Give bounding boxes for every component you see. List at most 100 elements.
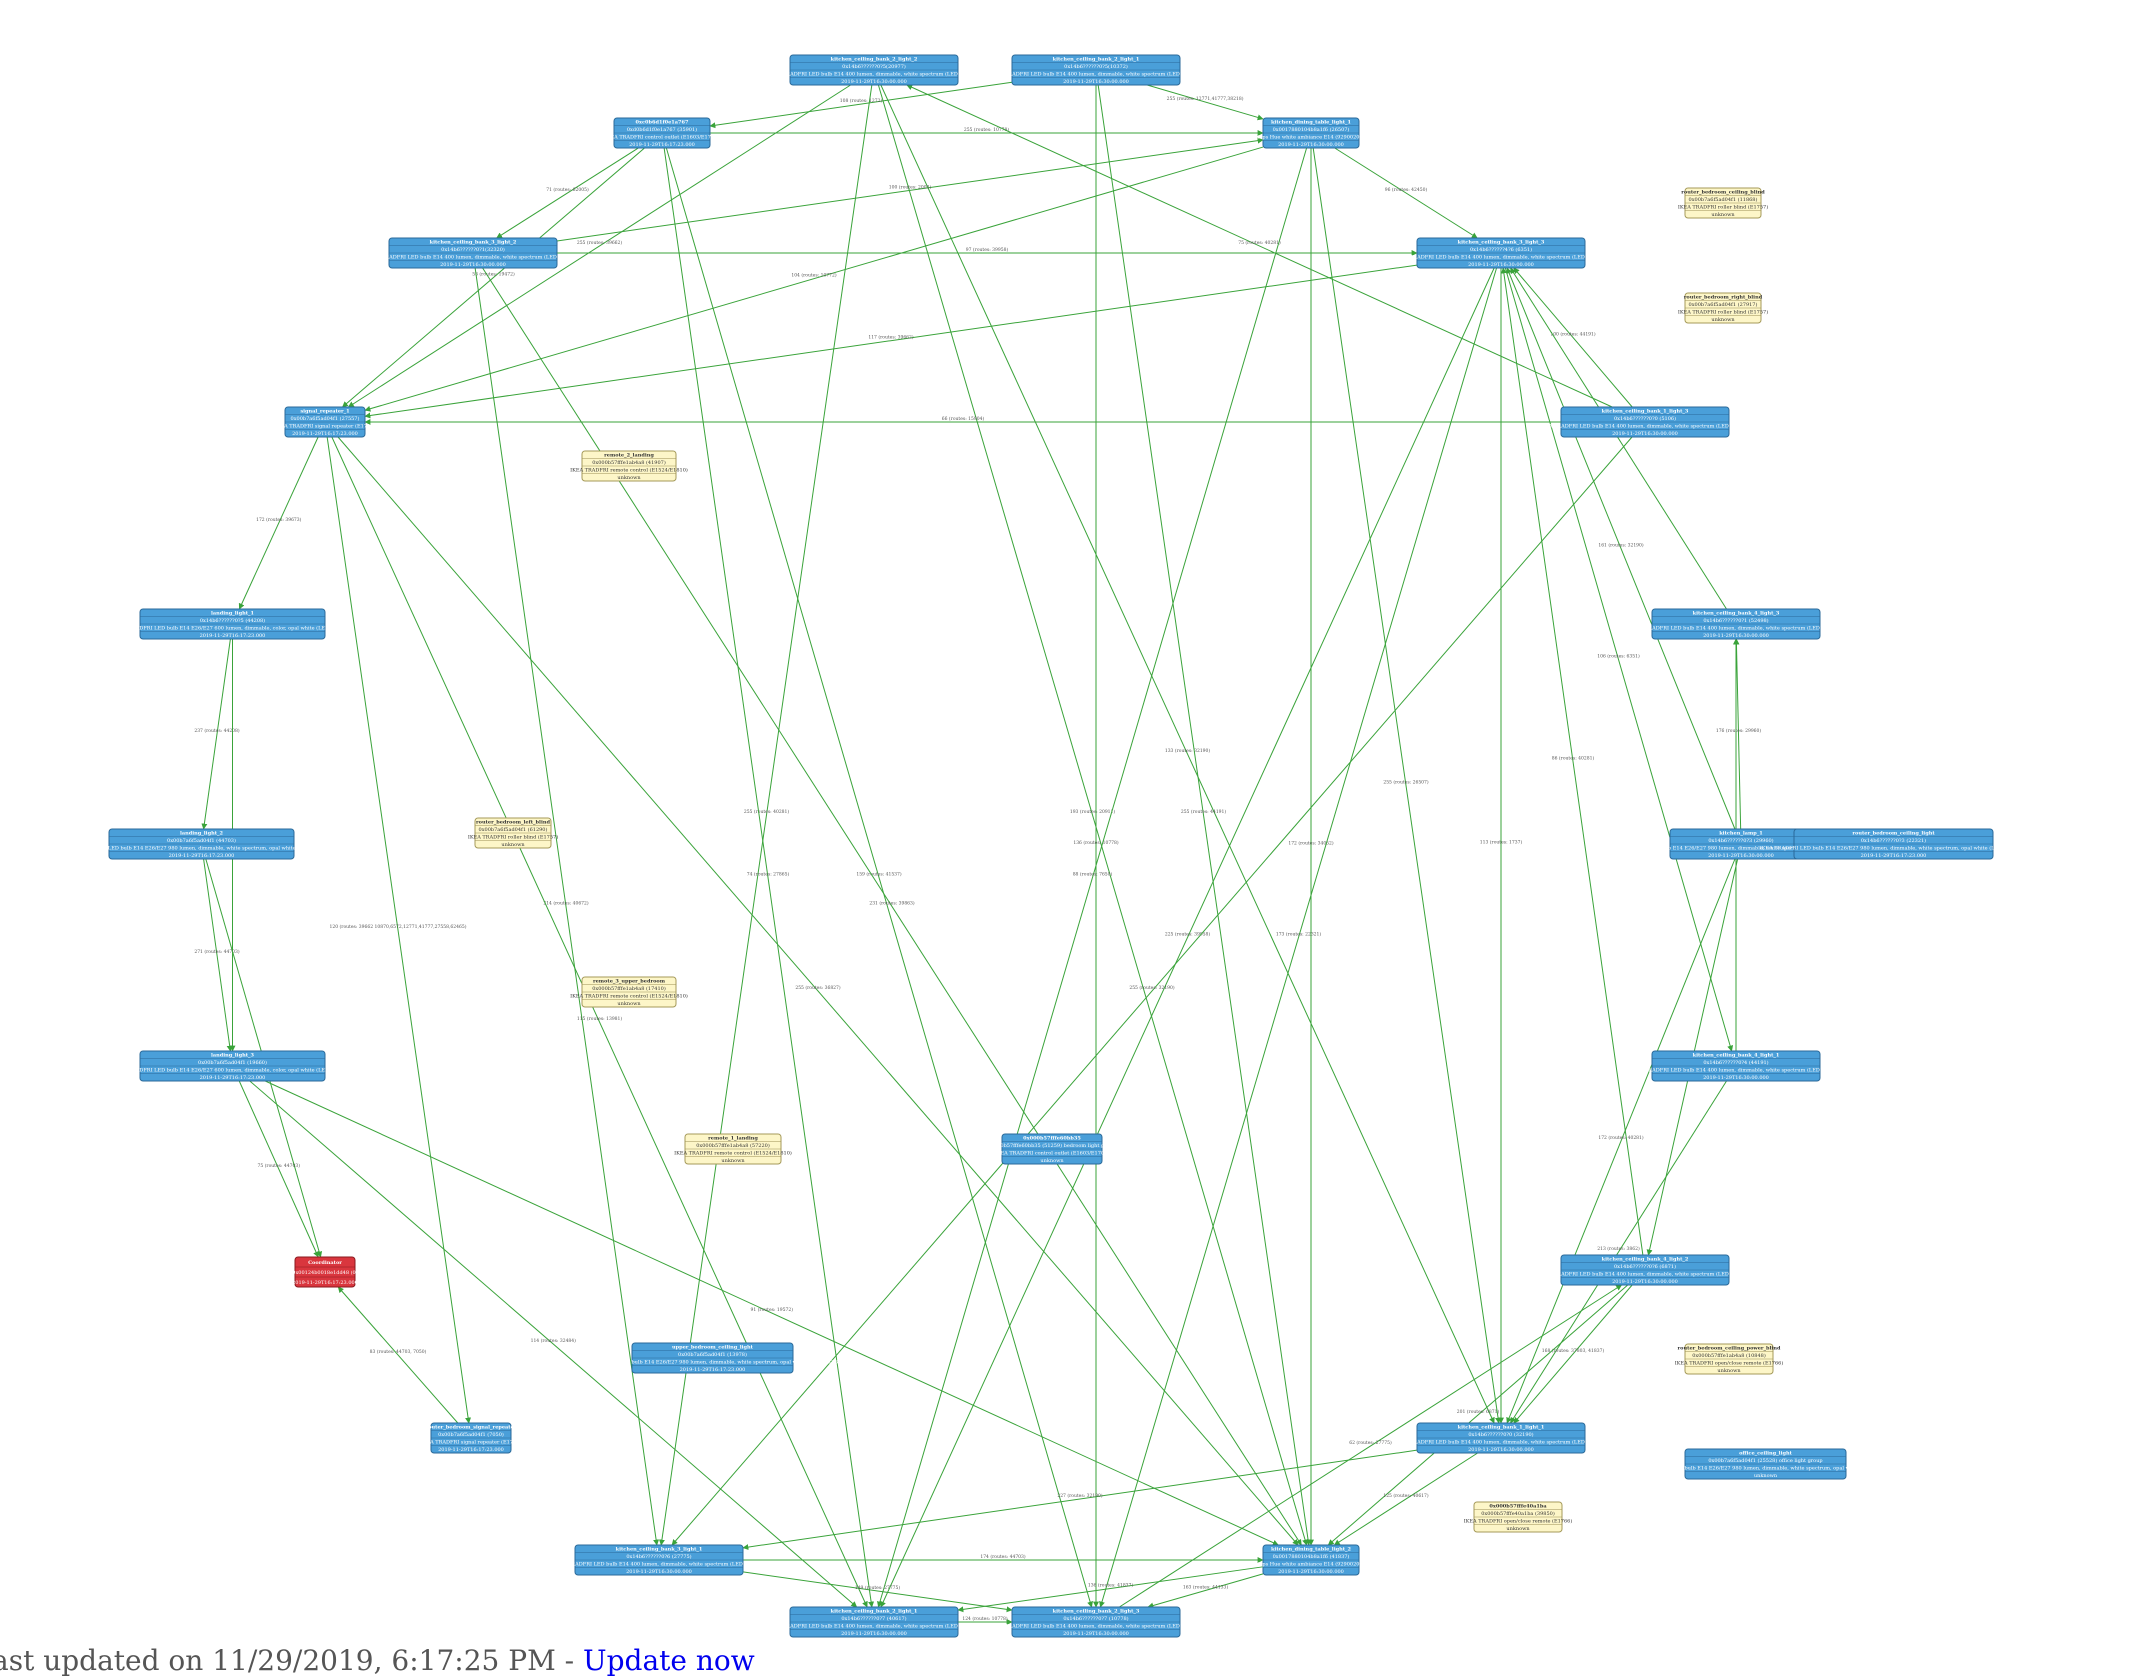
edge-label: 108 (routes: 1272) bbox=[840, 97, 883, 104]
node-detail: 2019-11-29T16:30:00.000 bbox=[1063, 1631, 1129, 1637]
node-detail: IKEA TRADFRI remote control (E1524/E1810… bbox=[674, 1149, 792, 1156]
node-detail: IKEA TRADFRI LED bulb E14 E26/E27 980 lu… bbox=[1760, 844, 2027, 851]
edge-line-landing2-landing3 bbox=[203, 858, 233, 1052]
last-updated-text: ast updated on 11/29/2019, 6:17:25 PM - bbox=[0, 1644, 584, 1677]
edge-line-k1t2a-k1t1 bbox=[880, 84, 1495, 1424]
node-detail: 2019-11-29T16:17:23.000 bbox=[169, 853, 235, 859]
node-k1t2b[interactable]: kitchen_ceiling_bank_2_light_10x14b6????… bbox=[991, 54, 1202, 86]
edge-label: 255 (routes: 26507) bbox=[1383, 779, 1429, 786]
node-k2t1[interactable]: kitchen_ceiling_bank_2_light_10x14b6????… bbox=[769, 1606, 980, 1638]
edge-label: 255 (routes: 44191) bbox=[1181, 808, 1227, 815]
node-title: router_bedroom_ceiling_power_blind bbox=[1678, 1345, 1781, 1351]
edge-layer: 255 (routes: 39662)193 (routes: 20911)25… bbox=[194, 81, 1761, 1625]
node-k4t3[interactable]: kitchen_ceiling_bank_4_light_30x14b6????… bbox=[1631, 608, 1842, 640]
edge-label: 193 (routes: 20911) bbox=[1070, 808, 1116, 815]
node-rbpb[interactable]: router_bedroom_ceiling_power_blind0x000b… bbox=[1675, 1343, 1784, 1375]
node-rblb[interactable]: router_bedroom_left_blind0x00b7a6f5ad04f… bbox=[468, 817, 558, 849]
node-k1t1[interactable]: kitchen_ceiling_bank_1_light_10x14b6????… bbox=[1396, 1422, 1607, 1454]
edge-line-kdt2-k2t1 bbox=[957, 1566, 1264, 1613]
node-detail: unknown bbox=[1717, 1368, 1741, 1374]
node-detail: 2019-11-29T16:30:00.000 bbox=[1708, 853, 1774, 859]
node-detail: 0x000b57fffe40a1ba (39850) bbox=[1481, 1510, 1555, 1517]
edge-line-kdt1-signal bbox=[364, 146, 1264, 412]
node-detail: 0x000b57fffe1ab4a8 (17410) bbox=[592, 985, 666, 992]
node-ubcl[interactable]: upper_bedroom_ceiling_light0x00b7a6f5ad0… bbox=[579, 1342, 846, 1374]
node-rem3[interactable]: remote_3_upper_bedroom0x000b57fffe1ab4a8… bbox=[570, 976, 688, 1008]
edge-line-signal-rbsr bbox=[326, 436, 472, 1424]
node-k4t2[interactable]: kitchen_ceiling_bank_4_light_20x14b6????… bbox=[1540, 1254, 1751, 1286]
node-detail: 2019-11-29T16:17:23.000 bbox=[438, 1447, 504, 1453]
edge-label: 100 (routes: 44191) bbox=[1550, 331, 1596, 338]
node-kdt2[interactable]: kitchen_dining_table_light_20x0017880104… bbox=[1251, 1544, 1371, 1576]
node-detail: unknown bbox=[721, 1158, 745, 1164]
edge-label: 106 (routes: 6351) bbox=[1597, 653, 1640, 660]
node-detail: IKEA TRADFRI signal repeater (E1746) bbox=[275, 422, 376, 429]
edge-line-k1t2a-signal bbox=[347, 84, 851, 408]
edge-line-kdt2-k2t3 bbox=[1147, 1573, 1264, 1609]
edge-line-klamp-k3t3 bbox=[1506, 267, 1736, 830]
node-rbsr[interactable]: router_bedroom_signal_repeater0x00b7a6f5… bbox=[421, 1422, 522, 1454]
node-rbcl[interactable]: router_bedroom_ceiling_light0x14b6??????… bbox=[1760, 828, 2027, 860]
edge-label: 86 (routes: 40281) bbox=[1552, 755, 1595, 762]
node-detail: 0x000b57fffe1ab4a8 (10848) bbox=[1692, 1352, 1766, 1359]
edge-label: 133 (routes: 32190) bbox=[1165, 747, 1211, 754]
update-now-link[interactable]: Update now bbox=[583, 1644, 755, 1677]
node-title: kitchen_ceiling_bank_4_light_3 bbox=[1693, 610, 1780, 616]
node-detail: unknown bbox=[1711, 212, 1735, 218]
edge-line-kdt1-k3t3 bbox=[1334, 147, 1478, 239]
node-title: kitchen_ceiling_bank_3_light_2 bbox=[430, 239, 517, 245]
edge-line-k3t3-k2t1 bbox=[880, 267, 1495, 1608]
node-k3t3[interactable]: kitchen_ceiling_bank_3_light_30x14b6????… bbox=[1396, 237, 1607, 269]
node-k4t1[interactable]: kitchen_ceiling_bank_4_light_10x14b6????… bbox=[1631, 1050, 1842, 1082]
edge-label: 75 (routes: 40281) bbox=[1238, 239, 1281, 246]
node-detail: IKEA TRADFRI LED bulb E14 400 lumen, dim… bbox=[1396, 253, 1607, 260]
node-rbr[interactable]: router_bedroom_right_blind0x00b7a6f5ad04… bbox=[1678, 292, 1768, 324]
edge-label: 255 (routes: 12771,41777,38218) bbox=[1167, 95, 1244, 102]
node-detail: 0x14b6??????0?7 (10778) bbox=[1063, 1615, 1128, 1622]
node-kdt1[interactable]: kitchen_dining_table_light_10x0017880104… bbox=[1251, 117, 1371, 149]
node-title: signal_repeater_1 bbox=[300, 408, 349, 414]
node-title: router_bedroom_ceiling_light bbox=[1852, 830, 1935, 836]
node-rbc[interactable]: router_bedroom_ceiling_blind0x00b7a6f5ad… bbox=[1678, 187, 1768, 219]
node-detail: 2019-11-29T16:30:00.000 bbox=[626, 1569, 692, 1575]
edge-label: 173 (routes: 22321) bbox=[1276, 931, 1322, 938]
node-title: kitchen_ceiling_bank_1_light_3 bbox=[1602, 408, 1689, 414]
node-detail: 0x00b7a6f5ad04f1 (19660) bbox=[198, 1059, 267, 1066]
node-k1t3[interactable]: kitchen_ceiling_bank_1_light_30x14b6????… bbox=[1540, 406, 1751, 438]
edge-label: 255 (routes: 40281) bbox=[744, 808, 790, 815]
node-k3t2[interactable]: kitchen_ceiling_bank_3_light_20x14b6????… bbox=[368, 237, 579, 269]
node-k3t1[interactable]: kitchen_ceiling_bank_3_light_10x14b6????… bbox=[554, 1544, 765, 1576]
node-title: remote_1_landing bbox=[708, 1135, 758, 1141]
edge-label: 100 (routes: 2003) bbox=[889, 183, 932, 190]
node-detail: IKEA TRADFRI roller blind (E1757) bbox=[468, 833, 558, 840]
node-detail: 0x000b57fffe60bb35 (51259) bedroom light… bbox=[988, 1142, 1116, 1149]
node-detail: IKEA TRADFRI LED bulb E14 E26/E27 980 lu… bbox=[579, 1358, 846, 1365]
edge-label: 172 (routes: 34052) bbox=[1288, 840, 1334, 847]
edge-label: 168 (routes: 37803, 41837) bbox=[1542, 1347, 1605, 1354]
edge-label: 225 (routes: 39958) bbox=[1165, 931, 1211, 938]
node-title: router_bedroom_signal_repeater bbox=[426, 1424, 517, 1430]
node-detail: 2019-11-29T16:17:23.000 bbox=[1861, 853, 1927, 859]
node-detail: 0x000b57fffe1ab4a8 (57220) bbox=[696, 1142, 770, 1149]
edge-label: 136 (routes: 10778) bbox=[1073, 839, 1119, 846]
node-k1t2a[interactable]: kitchen_ceiling_bank_2_light_20x14b6????… bbox=[769, 54, 980, 86]
node-detail: IKEA TRADFRI LED bulb E14 400 lumen, dim… bbox=[1396, 1438, 1607, 1445]
node-k2t3[interactable]: kitchen_ceiling_bank_2_light_30x14b6????… bbox=[991, 1606, 1202, 1638]
edge-label: 231 (routes: 39863) bbox=[869, 900, 915, 907]
node-detail: 2019-11-29T16:30:00.000 bbox=[841, 1631, 907, 1637]
node-detail: IKEA TRADFRI LED bulb E14 E26/E27 980 lu… bbox=[1607, 844, 1874, 851]
node-box bbox=[294, 1256, 356, 1288]
node-detail: 0x14b6??????0?3 (22321) bbox=[1861, 837, 1926, 844]
